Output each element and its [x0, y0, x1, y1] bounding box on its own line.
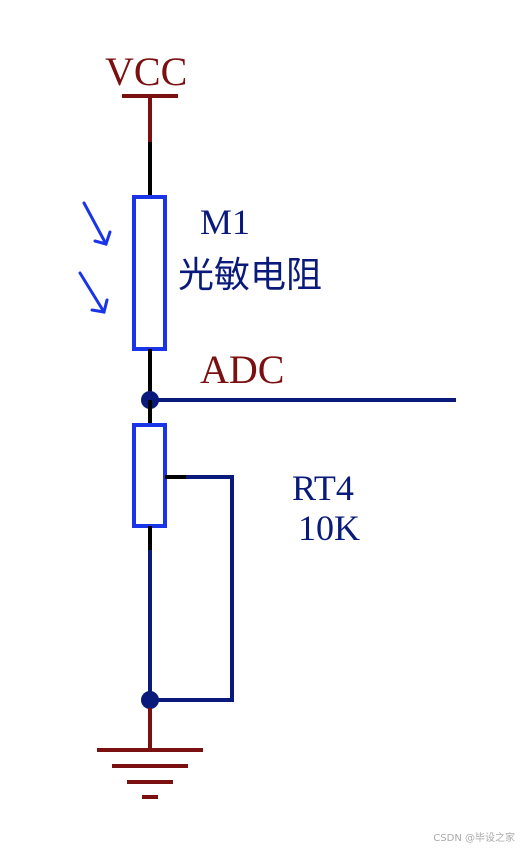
- ground-junction-dot: [141, 691, 159, 709]
- m1-name: 光敏电阻: [178, 255, 322, 296]
- rt4-potentiometer: RT4 10K: [132, 400, 360, 709]
- light-arrow-icon: [82, 201, 112, 246]
- vcc-label: VCC: [105, 49, 187, 94]
- rt4-body: [132, 423, 167, 528]
- rt4-designator: RT4: [292, 468, 354, 508]
- m1-photoresistor: M1 光敏电阻: [78, 142, 322, 398]
- light-arrow-icon: [78, 271, 109, 314]
- watermark-text: CSDN @毕设之家: [433, 831, 515, 844]
- adc-label: ADC: [200, 347, 284, 392]
- ground-icon: [97, 708, 203, 799]
- vcc-power-symbol: VCC: [105, 49, 187, 142]
- m1-body: [132, 195, 167, 351]
- rt4-wiper-wire: [150, 475, 234, 702]
- adc-net: ADC: [141, 347, 456, 409]
- rt4-value: 10K: [298, 508, 360, 548]
- m1-designator: M1: [200, 202, 250, 242]
